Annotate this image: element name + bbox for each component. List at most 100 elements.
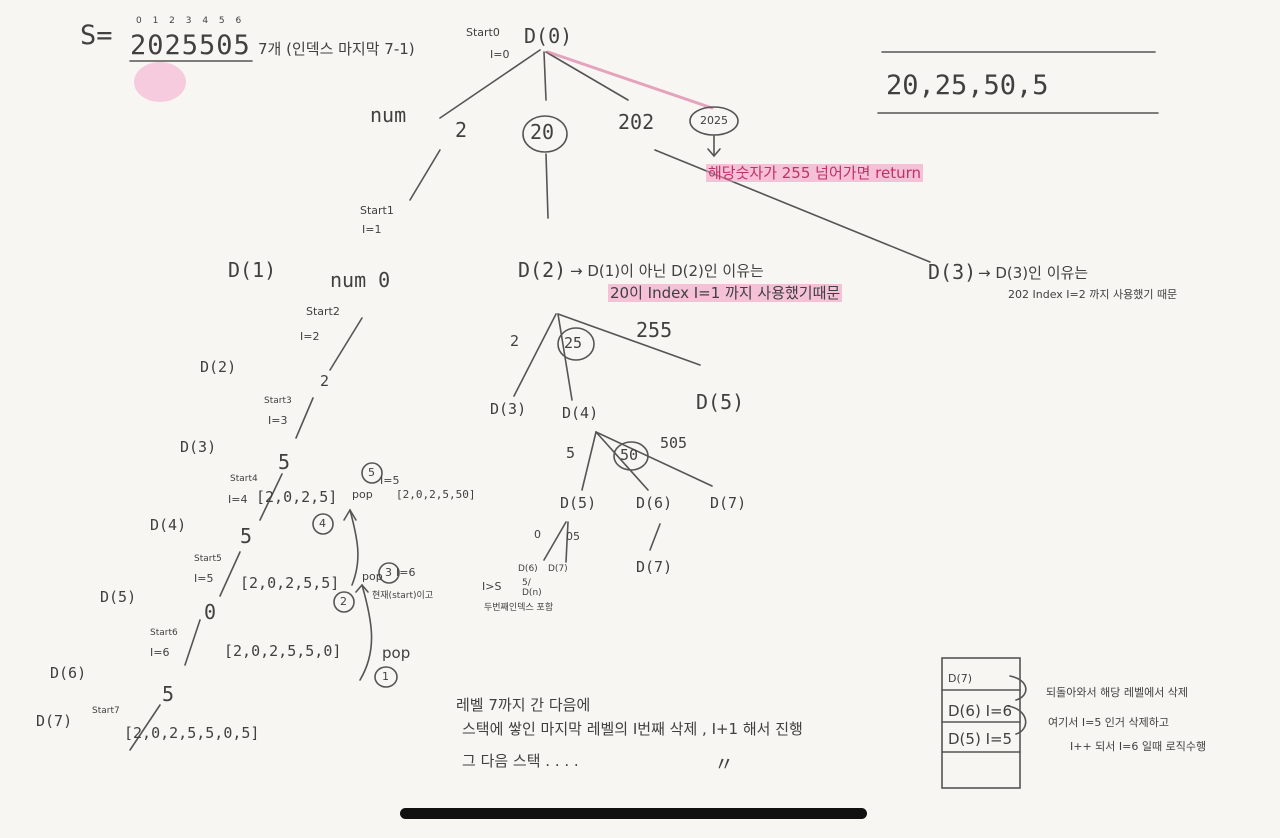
stack-cell-1: D(6) I=6 [948,702,1013,720]
edge-5-5 [259,473,283,521]
stack-cell-0: D(7) [948,672,973,685]
mark-circle-1 [374,666,398,688]
i5: I=5 [194,572,214,585]
stack-note-2: 여기서 I=5 인거 삭제하고 [1048,716,1170,729]
mid-d2-note1: → D(1)이 아닌 D(2)인 이유는 [570,262,764,280]
num-label: num [370,103,407,127]
edge-2-down [409,149,441,201]
note-c: 5/ [522,578,531,588]
circle-50 [613,441,649,471]
mid-d5: D(5) [696,390,745,414]
i5b: I=5 [380,474,400,487]
edge-d5-0 [543,521,567,561]
d6-node: D(6) [50,664,87,682]
arrow-2025-head [707,148,721,158]
stack-arrow-1 [1009,675,1027,701]
edge-d4-d7 [595,431,713,487]
start1: Start1 [360,204,394,217]
mark5: 5 [368,466,375,479]
stack-arrow-2 [1007,705,1027,735]
note-e: 두번째인덱스 포함 [484,603,554,613]
mid-c5: 5 [566,444,576,462]
branch-2: 2 [455,118,468,142]
edge-5-0 [219,551,241,597]
d1-node: D(1) [228,258,277,282]
edge-root-20 [543,51,547,101]
edge-num0-2 [329,317,363,371]
mid-b255: 255 [636,318,673,342]
s-note: 7개 (인덱스 마지막 7-1) [258,40,415,58]
v2: 2 [320,372,330,390]
s-equals: S= [80,20,113,51]
return-note-text: 해당숫자가 255 넘어가면 return [706,164,923,182]
d5-node: D(5) [100,588,137,606]
num0: num 0 [330,268,391,292]
bottom-note-3: 그 다음 스택 . . . . [462,752,579,770]
edge-d6-d7 [649,523,661,551]
start4: Start4 [230,474,258,484]
mid-dd7: D(7) [710,494,747,512]
pop4: pop [352,488,373,501]
mid-ed6: D(6) [518,564,538,574]
i3: I=3 [268,414,288,427]
mid-e05: 05 [566,530,580,543]
d4-node: D(4) [150,516,187,534]
result-values: 20,25,50,5 [886,70,1049,101]
edge-root-2 [439,49,541,119]
edge-2-5 [295,397,314,439]
mid-dd6: D(6) [636,494,673,512]
note-a: 현재(start)이고 [372,591,434,601]
mid-ed7: D(7) [548,564,568,574]
index-digits: 0 1 2 3 4 5 6 [136,16,246,26]
note-d: D(n) [522,588,542,598]
edge-d4-d5 [581,431,597,491]
mid-d2-note2: 20이 Index I=1 까지 사용했기때문 [608,282,843,303]
bottom-ditto: 〃 [714,752,734,776]
circle-2025 [689,106,739,136]
d3-node: D(3) [180,438,217,456]
home-indicator-bar [400,808,867,819]
d2-node: D(2) [200,358,237,376]
v5b: 5 [240,524,253,548]
start5: Start5 [194,554,222,564]
i6: I=6 [150,646,170,659]
edge-5-end [129,704,161,751]
root-i: I=0 [490,48,510,61]
arrow-head-a [343,508,357,521]
start7: Start7 [92,706,120,716]
v5c: 5 [162,682,175,706]
edge-0-5 [184,619,201,666]
edge-20-down [545,153,549,219]
v0: 0 [204,600,217,624]
edge-d2-d3 [513,313,557,397]
stack-box-outline [941,657,1021,789]
mid-e0: 0 [534,528,541,541]
i1: I=1 [362,223,382,236]
start3: Start3 [264,396,292,406]
edge-d4-d6 [595,431,649,491]
i6b: I=6 [396,566,416,579]
mid-d3: D(3) [490,400,527,418]
stack-cell-2: D(5) I=5 [948,730,1013,748]
arrow-head-b [355,583,369,593]
mark4: 4 [319,517,326,530]
mid-d4: D(4) [562,404,599,422]
i4: I=4 [228,493,248,506]
mark2: 2 [340,595,347,608]
s-value: 2025505 [130,30,251,61]
mark-circle-2 [333,591,355,613]
circle-25 [557,327,595,361]
bottom-note-2: 스택에 쌓인 마지막 레벨의 I번째 삭제 , I+1 해서 진행 [462,720,803,738]
stack-note-1: 되돌아와서 해당 레벨에서 삭제 [1046,686,1189,699]
arrow-1-2 [359,584,373,681]
edge-root-202 [545,51,629,101]
mid-c50: 50 [620,446,639,464]
return-note: 해당숫자가 255 넘어가면 return [706,162,923,183]
i2: I=2 [300,330,320,343]
root-start: Start0 [466,26,500,39]
arrow-2-3 [349,509,359,586]
edge-d2-255 [557,313,701,366]
pop6: pop [382,644,411,662]
